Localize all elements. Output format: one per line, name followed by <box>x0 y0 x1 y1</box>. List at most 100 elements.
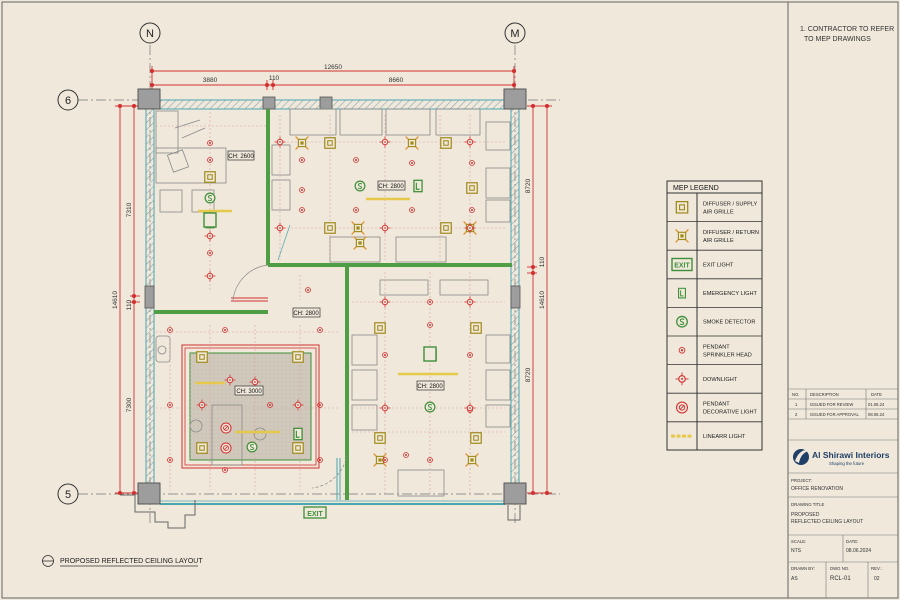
exit-sign-text: EXIT <box>307 511 323 518</box>
legend-label: AIR GRILLE <box>703 238 734 244</box>
sprinkler-head-icon <box>305 287 311 293</box>
legend-label: SPRINKLER HEAD <box>703 352 752 358</box>
supply-diffuser-icon <box>204 171 216 183</box>
interior-walls <box>154 109 512 500</box>
decorative-pendant-icon <box>220 442 232 454</box>
downlight-icon <box>274 222 286 234</box>
dwg-no-value: RCL-01 <box>830 576 851 582</box>
sprinkler-head-icon <box>469 207 475 213</box>
downlight-icon <box>464 402 476 414</box>
rev-row2-no: 2 <box>795 412 798 417</box>
rev-header-date: DATE <box>871 392 882 397</box>
legend-label: DOWNLIGHT <box>703 377 738 383</box>
smoke-detector-icon <box>354 180 366 192</box>
dimension-labels-left: 14610 7310 7300 110 <box>112 202 133 412</box>
grid-label-6: 6 <box>65 95 71 107</box>
dim-left-a: 7310 <box>126 202 133 217</box>
revision-table: NO. DESCRIPTION DATE 1 ISSUED FOR REVIEW… <box>788 388 898 420</box>
legend-label: AIR GRILLE <box>703 209 734 215</box>
dim-top-c: 8660 <box>389 77 404 84</box>
sprinkler-head-icon <box>317 402 323 408</box>
dim-top-a: 3880 <box>203 77 218 84</box>
return-diffuser-icon <box>404 135 420 151</box>
smoke-detector-icon <box>424 401 436 413</box>
return-diffuser-icon <box>464 452 480 468</box>
date-value: 08.06.2024 <box>846 548 871 554</box>
company-block: Al Shirawi Interiors Shaping the future <box>788 439 898 474</box>
scale-label: SCALE: <box>791 539 806 544</box>
company-tagline: Shaping the future <box>829 461 865 466</box>
legend-supply-diffuser-icon <box>675 200 689 214</box>
drawing-title-2: REFLECTED CEILING LAYOUT <box>791 519 863 525</box>
exterior-walls <box>120 88 527 529</box>
ch-meeting: CH: 3000 <box>236 389 262 395</box>
dim-top-b: 110 <box>269 75 280 82</box>
legend-label: EXIT LIGHT <box>703 263 734 269</box>
sprinkler-head-icon <box>207 250 213 256</box>
drawing-title-1: PROPOSED <box>791 512 820 518</box>
sprinkler-head-icon <box>299 207 305 213</box>
door-swings <box>232 224 348 489</box>
supply-diffuser-icon <box>470 432 482 444</box>
downlight-icon <box>379 222 391 234</box>
sprinkler-head-icon <box>409 160 415 166</box>
legend-label: DIFFUSER / RETURN <box>703 230 759 236</box>
door-leaf-teal <box>336 458 341 500</box>
legend-label: DIFFUSER / SUPPLY <box>703 201 758 207</box>
emergency-light-icon <box>293 427 303 441</box>
dim-right-a: 8720 <box>525 178 532 193</box>
dwg-no-label: DWG NO. <box>830 566 849 571</box>
return-diffuser-icon <box>352 235 368 251</box>
rev-row2-date: 08.06.24 <box>868 412 885 417</box>
downlight-icon <box>274 136 286 148</box>
date-label: DATE: <box>846 539 858 544</box>
mep-legend: MEP LEGEND DIFFUSER / SUPPLY AIR GRILLE DI… <box>666 180 763 451</box>
smoke-detector-icon <box>204 192 216 204</box>
legend-label: DECORATIVE LIGHT <box>703 410 758 416</box>
legend-decorative-pendant-icon <box>676 401 688 414</box>
furniture <box>155 108 511 497</box>
partition-red <box>231 297 268 302</box>
ch-open1: CH: 2800 <box>378 184 404 190</box>
legend-label: LINEARR LIGHT <box>703 434 746 440</box>
legend-title: MEP LEGEND <box>673 185 719 192</box>
supply-diffuser-icon <box>292 442 304 454</box>
plan-title: PROPOSED REFLECTED CEILING LAYOUT <box>42 555 203 567</box>
sprinkler-head-icon <box>427 322 433 328</box>
company-logo-icon <box>793 449 809 465</box>
legend-label: SMOKE DETECTOR <box>703 320 755 326</box>
dimensions-right <box>527 103 552 496</box>
grid-bubble-6: 6 <box>57 89 79 111</box>
legend-exit-light-icon <box>671 257 693 272</box>
grid-label-n: N <box>146 28 154 40</box>
return-diffuser-icon <box>294 135 310 151</box>
dim-left-b: 7300 <box>126 397 133 412</box>
legend-label: PENDANT <box>703 344 730 350</box>
rev-header-desc: DESCRIPTION <box>810 392 839 397</box>
note-line-2: TO MEP DRAWINGS <box>804 36 871 43</box>
supply-diffuser-icon <box>324 222 336 234</box>
rev-row2-desc: ISSUED FOR APPROVAL <box>810 412 859 417</box>
downlight-icon <box>204 230 216 242</box>
supply-diffuser-icon <box>374 322 386 334</box>
legend-label: PENDANT <box>703 402 730 408</box>
grid-bubble-m: M <box>504 22 526 44</box>
grid-bubble-n: N <box>139 22 161 44</box>
rev-row1-no: 1 <box>795 402 798 407</box>
project-name: OFFICE RENOVATION <box>791 486 843 492</box>
legend-label: EMERGENCY LIGHT <box>703 291 758 297</box>
note-line-1: 1. CONTRACTOR TO REFER <box>800 26 894 33</box>
dimensions-top <box>149 66 517 90</box>
rev-row1-desc: ISSUED FOR REVIEW <box>810 402 853 407</box>
supply-diffuser-icon <box>440 222 452 234</box>
scale-value: NTS <box>791 548 802 554</box>
dimension-labels-top: 12650 3880 110 8660 <box>203 64 404 84</box>
drawn-by-label: DRAWN BY: <box>791 566 815 571</box>
smoke-detector-icon <box>246 441 258 453</box>
supply-diffuser-icon <box>196 442 208 454</box>
rev-row1-date: 01.06.24 <box>868 402 885 407</box>
return-diffuser-icon <box>350 220 366 236</box>
emergency-light-icon <box>413 179 423 193</box>
downlight-icon <box>379 136 391 148</box>
sprinkler-head-icon <box>403 452 409 458</box>
